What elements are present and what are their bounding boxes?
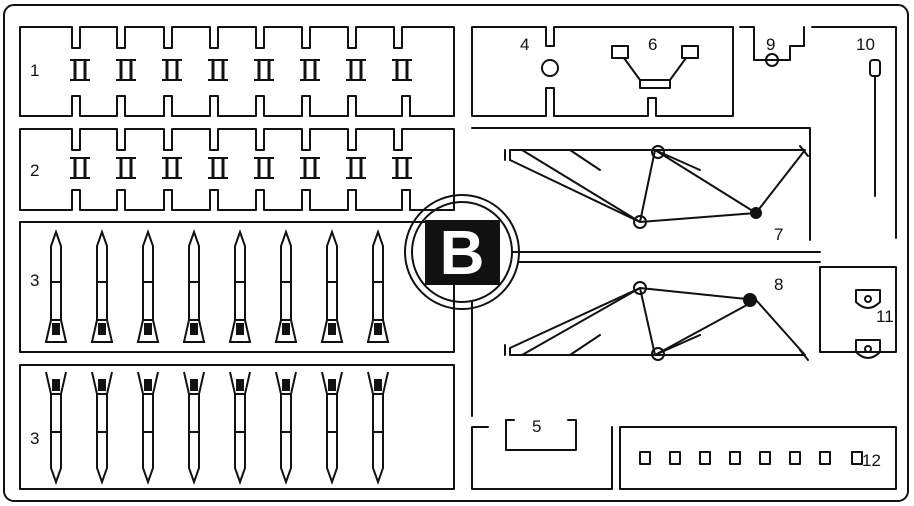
track-link <box>392 157 412 179</box>
missile <box>137 371 159 485</box>
missile <box>275 371 297 485</box>
label-part-5: 5 <box>532 417 541 436</box>
label-part-1: 1 <box>30 61 39 80</box>
missile <box>229 371 251 485</box>
missile <box>321 371 343 485</box>
label-part-9: 9 <box>766 35 775 54</box>
missile <box>44 229 68 343</box>
frame-part-3-upper <box>19 221 455 353</box>
frame-part-10 <box>811 26 897 239</box>
missile <box>182 229 206 343</box>
badge-letter: B <box>440 219 485 288</box>
missile <box>228 229 252 343</box>
label-part-3-upper: 3 <box>30 271 39 290</box>
frame-part-7 <box>471 127 811 241</box>
frame-part-1 <box>19 26 455 117</box>
label-part-6: 6 <box>648 35 657 54</box>
truss-part-7 <box>504 145 809 229</box>
track-links-row-2 <box>70 157 412 179</box>
part-11-piece-upper <box>855 289 881 309</box>
frame-part-2 <box>19 128 455 211</box>
track-link <box>208 157 228 179</box>
track-link <box>254 59 274 81</box>
track-link <box>254 157 274 179</box>
label-part-2: 2 <box>30 161 39 180</box>
part-10-rod <box>869 59 881 197</box>
track-link <box>70 157 90 179</box>
track-link <box>346 157 366 179</box>
frame-part-4-6 <box>471 26 734 117</box>
sprue-outer-frame <box>3 4 909 502</box>
missiles-row-up <box>44 229 390 343</box>
missile <box>274 229 298 343</box>
missile <box>183 371 205 485</box>
label-part-7: 7 <box>774 225 783 244</box>
part-11-piece-upper-hole <box>864 295 872 303</box>
label-part-4: 4 <box>520 35 529 54</box>
part-5-staple <box>505 419 577 451</box>
part-4-hole <box>541 59 559 77</box>
missile <box>45 371 67 485</box>
missile <box>91 371 113 485</box>
badge-box <box>425 220 500 285</box>
track-link <box>300 157 320 179</box>
frame-part-11 <box>819 266 897 353</box>
frame-part-12 <box>619 426 897 490</box>
label-part-3-lower: 3 <box>30 429 39 448</box>
track-link <box>162 59 182 81</box>
track-link <box>208 59 228 81</box>
truss-part-8 <box>504 281 809 361</box>
frame-part-5-lower-right <box>471 426 613 490</box>
label-part-10: 10 <box>856 35 875 54</box>
missiles-row-down <box>45 371 389 485</box>
missile <box>367 371 389 485</box>
missile <box>320 229 344 343</box>
track-link <box>116 59 136 81</box>
missile <box>136 229 160 343</box>
label-part-12: 12 <box>862 451 881 470</box>
part-9-hole <box>765 53 779 67</box>
label-part-11: 11 <box>876 307 894 326</box>
part-11-piece-lower-hole <box>864 345 872 353</box>
track-link <box>70 59 90 81</box>
frame-part-3-lower <box>19 364 455 490</box>
part-11-piece-lower <box>855 339 881 359</box>
track-link <box>346 59 366 81</box>
label-part-8: 8 <box>774 275 783 294</box>
part-12-squares <box>639 451 863 465</box>
track-link <box>392 59 412 81</box>
track-links-row-1 <box>70 59 412 81</box>
missile <box>90 229 114 343</box>
track-link <box>300 59 320 81</box>
part-6-bracket <box>611 45 699 89</box>
track-link <box>162 157 182 179</box>
track-link <box>116 157 136 179</box>
frame-part-9 <box>739 26 805 61</box>
missile <box>366 229 390 343</box>
